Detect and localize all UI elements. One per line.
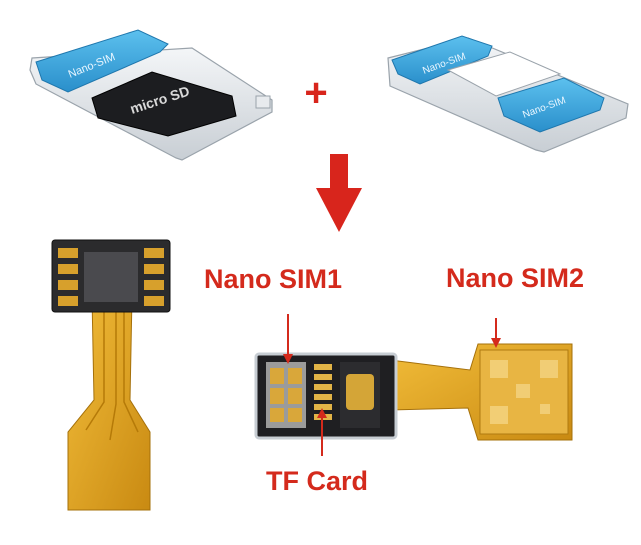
flex-ribbon-left [67, 295, 151, 511]
plus-sign: + [304, 71, 327, 115]
tf-card-label: TF Card [266, 466, 369, 496]
dual-sim-adapter [254, 343, 573, 441]
pointer-tf-card [317, 408, 327, 456]
micro-sd-card [91, 71, 237, 137]
tray-right-window [446, 51, 562, 97]
flex-adapter-left [51, 239, 171, 511]
tray-right-nano-badge-bottom [497, 77, 605, 133]
pointer-nano-sim1 [283, 314, 293, 364]
nano-sim2-label: Nano SIM2 [446, 263, 585, 293]
pointer-nano-sim2 [491, 318, 501, 348]
down-arrow-icon [316, 154, 362, 232]
sim-tray-left: Nano-SIM micro SD [29, 29, 273, 161]
tray-left-nano-badge [35, 29, 169, 93]
sim-tray-right: Nano-SIM Nano-SIM [387, 35, 629, 153]
nano-sim1-label: Nano SIM1 [204, 264, 343, 294]
tray-left-handle [255, 95, 271, 109]
tray-right-nano-badge-top [391, 35, 493, 85]
